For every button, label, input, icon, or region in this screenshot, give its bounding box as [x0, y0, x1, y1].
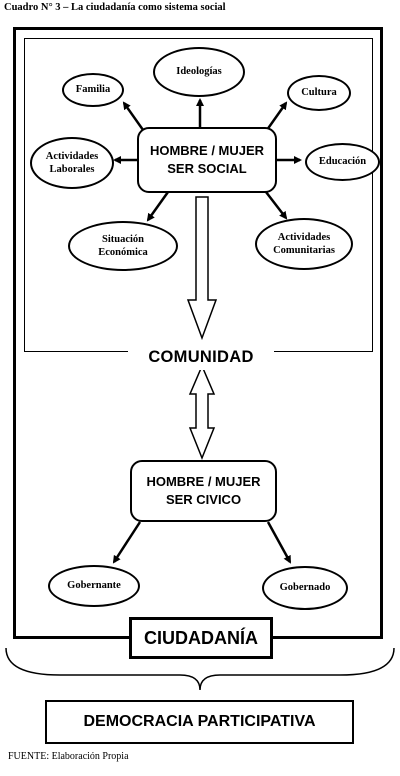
- ser-social-box: HOMBRE / MUJER SER SOCIAL: [137, 127, 277, 193]
- actividades-laborales-line2: Laborales: [49, 164, 95, 175]
- actividades-laborales-line1: Actividades: [45, 150, 99, 162]
- ideologias-label: Ideologías: [176, 66, 222, 78]
- educacion-label: Educación: [318, 156, 367, 168]
- familia-label: Familia: [75, 84, 111, 96]
- brace: [5, 647, 395, 691]
- comunidad-label: COMUNIDAD: [128, 344, 274, 370]
- familia-node: Familia: [62, 73, 124, 107]
- democracia-label: DEMOCRACIA PARTICIPATIVA: [83, 713, 316, 730]
- gobernado-node: Gobernado: [262, 566, 348, 610]
- figure-title: Cuadro N° 3 – La ciudadanía como sistema…: [4, 2, 226, 13]
- actividades-comunitarias-line2: Comunitarias: [273, 245, 335, 256]
- ciudadania-box: CIUDADANÍA: [129, 617, 273, 659]
- arrow-to-gobernante: [112, 521, 142, 564]
- ciudadania-label: CIUDADANÍA: [144, 627, 258, 648]
- ideologias-node: Ideologías: [153, 47, 245, 97]
- situacion-line1: Situación: [101, 233, 144, 245]
- ser-social-line2: SER SOCIAL: [167, 161, 247, 176]
- hollow-down-arrow: [186, 196, 218, 341]
- democracia-participativa-box: DEMOCRACIA PARTICIPATIVA: [45, 700, 354, 744]
- ser-civico-line2: SER CIVICO: [165, 492, 242, 507]
- gobernante-label: Gobernante: [67, 580, 121, 592]
- source-note: FUENTE: Elaboración Propia: [8, 751, 129, 762]
- cultura-node: Cultura: [287, 75, 351, 111]
- hollow-double-arrow: [188, 364, 216, 461]
- gobernado-label: Gobernado: [279, 582, 331, 594]
- educacion-node: Educación: [305, 143, 380, 181]
- arrow-to-situacion: [146, 191, 170, 222]
- arrow-to-gobernado: [266, 521, 292, 564]
- ser-social-line1: HOMBRE / MUJER: [149, 143, 265, 159]
- ser-civico-line1: HOMBRE / MUJER: [146, 474, 261, 490]
- cultura-label: Cultura: [301, 87, 337, 99]
- actividades-comunitarias-line1: Actividades: [277, 231, 331, 243]
- gobernante-node: Gobernante: [48, 565, 140, 607]
- arrow-to-actividades-comunitarias: [265, 191, 288, 220]
- ser-civico-box: HOMBRE / MUJER SER CIVICO: [130, 460, 277, 522]
- situacion-line2: Económica: [98, 247, 148, 258]
